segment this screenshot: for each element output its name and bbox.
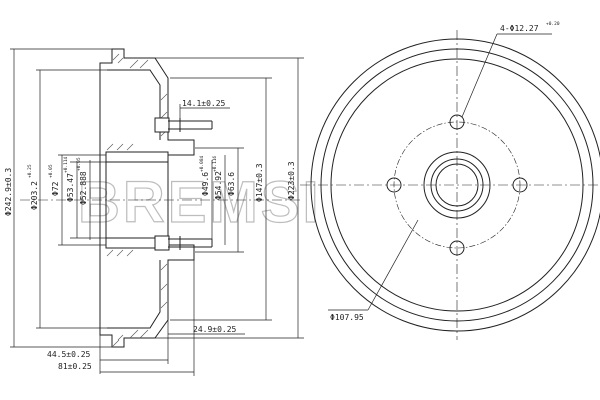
dim-step-width: 24.9±0.25 xyxy=(193,325,237,334)
dim-center-bore: Φ72 xyxy=(51,181,60,196)
dim-bearing-c: Φ63.6 xyxy=(227,172,236,196)
dim-total-width: 81±0.25 xyxy=(58,362,92,371)
dim-outer-diameter: Φ242.9±0.3 xyxy=(4,168,13,216)
front-leaders xyxy=(328,33,552,311)
dim-pilot-b: Φ52.888 xyxy=(79,171,88,205)
dim-bearing-b: Φ54.92 xyxy=(214,171,223,200)
diameter-dimension-lines xyxy=(10,48,304,348)
section-hatching xyxy=(106,53,168,347)
width-dimension-lines xyxy=(99,78,245,376)
front-view xyxy=(300,30,600,340)
dim-bolt-holes: 4-Φ12.27 xyxy=(500,24,539,33)
dim-inner-diameter-tol: +0.25 xyxy=(27,164,33,178)
dim-pcd: Φ107.95 xyxy=(330,313,364,322)
side-section-view xyxy=(10,48,304,376)
dim-hub-offset: 14.1±0.25 xyxy=(182,99,226,108)
watermark: BREMSI xyxy=(78,170,322,235)
drum-inner-profile xyxy=(107,69,161,329)
side-dimension-labels: Φ242.9±0.3 Φ203.2 +0.25 Φ72 +0.05 Φ53.47… xyxy=(4,99,296,371)
dim-pilot-b-tol: +0.05 xyxy=(76,157,82,171)
dim-pilot-a-tol: +0.114 xyxy=(63,156,69,173)
dim-inner-depth: 44.5±0.25 xyxy=(47,350,91,359)
wheel-stud-lower xyxy=(154,235,213,251)
dim-pilot-a: Φ53.47 xyxy=(66,173,75,202)
dim-bearing-a: Φ49.6 xyxy=(201,172,210,196)
dim-flange-diameter: Φ147±0.3 xyxy=(255,163,264,202)
dim-inner-diameter: Φ203.2 xyxy=(30,181,39,210)
wheel-stud-upper xyxy=(154,117,213,133)
dim-bolt-holes-tol: +0.20 xyxy=(546,21,560,27)
dim-bearing-b-tol: +0.116 xyxy=(212,155,218,172)
dim-bearing-a-tol: +0.084 xyxy=(199,155,205,172)
dim-center-bore-tol: +0.05 xyxy=(48,164,54,178)
front-centerlines xyxy=(300,30,600,340)
dim-hat-diameter: Φ223±0.3 xyxy=(287,161,296,200)
front-dimension-labels: 4-Φ12.27 +0.20 Φ107.95 xyxy=(330,21,560,322)
